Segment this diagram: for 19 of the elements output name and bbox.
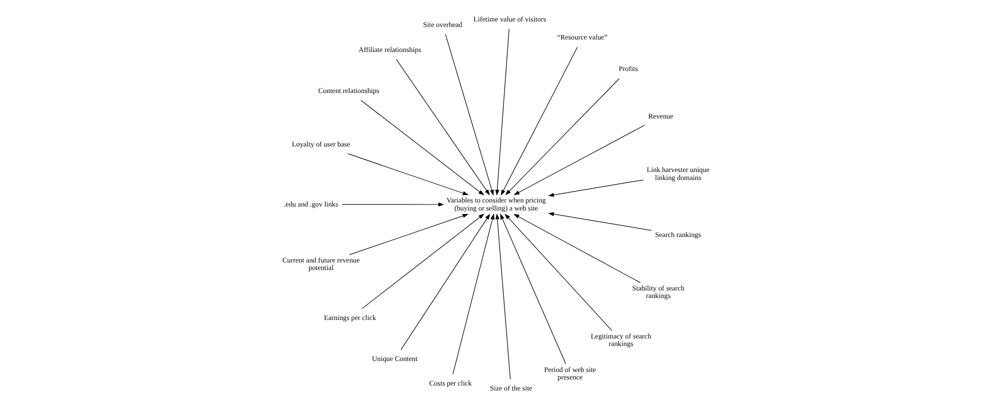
arrow bbox=[400, 214, 490, 350]
arrow bbox=[360, 100, 484, 196]
arrow bbox=[504, 214, 612, 331]
arrow bbox=[452, 214, 494, 375]
arrow bbox=[500, 46, 578, 196]
arrow bbox=[396, 59, 490, 196]
arrow bbox=[513, 124, 644, 196]
arrow bbox=[494, 213, 510, 380]
arrow bbox=[512, 214, 640, 283]
arrow bbox=[361, 214, 484, 309]
arrow bbox=[500, 214, 566, 364]
arrow bbox=[548, 212, 652, 231]
arrow bbox=[444, 34, 494, 196]
arrow bbox=[348, 214, 468, 255]
arrow bbox=[504, 78, 620, 196]
arrow bbox=[347, 153, 468, 196]
arrow bbox=[548, 180, 644, 197]
arrow bbox=[341, 202, 444, 207]
arrow bbox=[494, 28, 509, 196]
